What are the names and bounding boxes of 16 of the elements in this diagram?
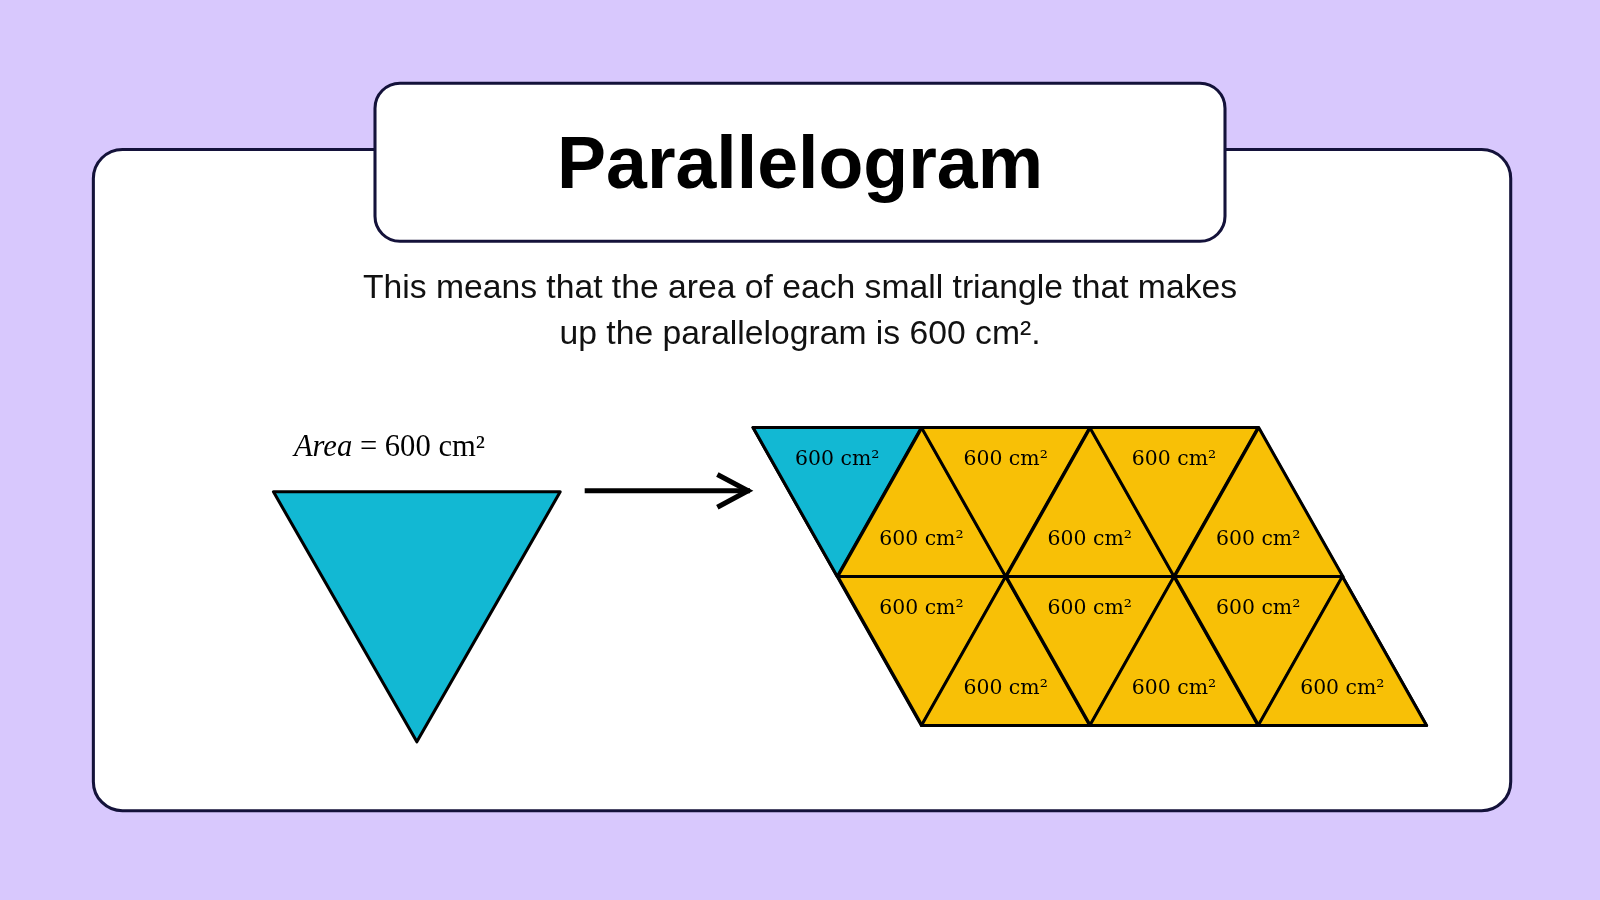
area-label: 600 cm² <box>878 525 965 550</box>
area-label: 600 cm² <box>794 445 881 471</box>
area-label: 600 cm² <box>1214 594 1302 620</box>
title-heading: Parallelogram <box>373 81 1227 243</box>
area-label: 600 cm² <box>878 594 965 620</box>
area-formula: Area = 600 cm² <box>293 428 485 464</box>
area-label: 600 cm² <box>1130 674 1218 699</box>
description-text: This means that the area of each small triangle that makes up the parallelogram is 600 cm². <box>361 266 1239 353</box>
area-label: 600 cm² <box>1046 525 1133 550</box>
area-label: 600 cm² <box>1299 674 1386 699</box>
area-label: 600 cm² <box>962 445 1049 471</box>
arrow <box>584 471 751 510</box>
area-label: 600 cm² <box>962 674 1049 699</box>
area-label: 600 cm² <box>1130 445 1218 471</box>
area-label: 600 cm² <box>1046 594 1133 620</box>
area-label: 600 cm² <box>1214 525 1302 550</box>
